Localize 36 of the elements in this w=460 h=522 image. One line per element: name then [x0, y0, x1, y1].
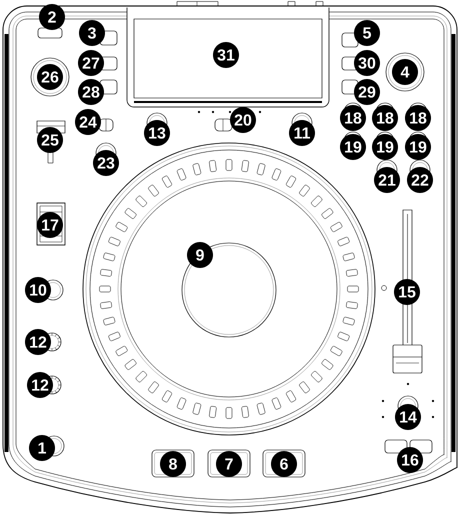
callout-number: 29 — [354, 79, 380, 105]
callout-number: 23 — [93, 150, 119, 176]
callout-number: 31 — [213, 42, 239, 68]
callout-number: 3 — [79, 20, 105, 46]
callout-number: 8 — [160, 451, 186, 477]
callout-number: 4 — [392, 59, 418, 85]
callout-number: 24 — [75, 109, 101, 135]
callout-number: 20 — [230, 107, 256, 133]
callout-number: 19 — [340, 134, 366, 160]
callout-number: 13 — [144, 120, 170, 146]
callout-number: 18 — [340, 105, 366, 131]
callout-number: 10 — [25, 277, 51, 303]
callout-number: 18 — [405, 105, 431, 131]
callout-number: 16 — [397, 447, 423, 473]
callout-number: 19 — [372, 134, 398, 160]
callout-number: 1 — [29, 435, 55, 461]
callout-number: 28 — [78, 79, 104, 105]
callout-number: 18 — [372, 105, 398, 131]
callout-number: 17 — [37, 212, 63, 238]
callout-number: 30 — [354, 50, 380, 76]
callout-number: 12 — [25, 329, 51, 355]
callout-number: 27 — [78, 50, 104, 76]
callout-number: 6 — [271, 451, 297, 477]
callout-number: 15 — [394, 279, 420, 305]
callout-number: 12 — [27, 372, 53, 398]
callout-number: 26 — [37, 64, 63, 90]
callout-number: 9 — [187, 242, 213, 268]
callout-number: 14 — [395, 404, 421, 430]
callout-number: 2 — [39, 4, 65, 30]
callout-number: 25 — [37, 127, 63, 153]
callout-number: 7 — [216, 451, 242, 477]
callout-number: 5 — [354, 20, 380, 46]
callout-number: 19 — [405, 134, 431, 160]
callout-number: 11 — [289, 120, 315, 146]
callout-number: 21 — [374, 167, 400, 193]
callout-number: 22 — [407, 167, 433, 193]
